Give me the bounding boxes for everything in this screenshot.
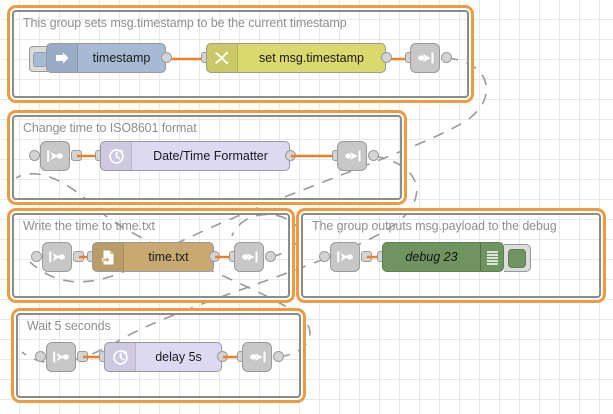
change-swap-icon: [207, 44, 238, 72]
clock-icon: [105, 343, 136, 371]
node-linkout-1[interactable]: [410, 43, 440, 73]
group-timestamp[interactable]: This group sets msg.timestamp to be the …: [12, 10, 469, 98]
output-port[interactable]: [368, 150, 379, 161]
node-delay-5s[interactable]: delay 5s: [104, 342, 222, 372]
group-iso8601[interactable]: Change time to ISO8601 format: [12, 115, 402, 200]
node-linkout-3[interactable]: [234, 242, 264, 272]
debug-toggle-indicator: [508, 248, 526, 268]
node-linkin-3[interactable]: [42, 242, 72, 272]
link-out-icon: [344, 150, 360, 162]
node-label: set msg.timestamp: [259, 51, 364, 65]
group-title: Change time to ISO8601 format: [23, 121, 197, 135]
group-title: This group sets msg.timestamp to be the …: [23, 16, 347, 30]
inject-button-indicator: [32, 51, 47, 67]
input-port[interactable]: [31, 251, 42, 262]
node-debug-23[interactable]: debug 23: [382, 242, 504, 272]
output-port[interactable]: [161, 52, 172, 63]
node-file-timetxt[interactable]: time.txt: [92, 242, 214, 272]
node-inject-timestamp[interactable]: timestamp: [46, 43, 166, 73]
group-debug[interactable]: The group outputs msg.payload to the deb…: [301, 213, 601, 298]
clock-icon: [101, 142, 132, 170]
wire-datetime-to-linkout: [291, 154, 337, 158]
group-delay[interactable]: Wait 5 seconds: [16, 313, 301, 398]
link-out-icon: [417, 52, 433, 64]
link-in-icon: [336, 251, 353, 263]
node-label: time.txt: [148, 250, 189, 264]
node-linkin-4[interactable]: [330, 242, 360, 272]
node-linkin-2[interactable]: [40, 141, 70, 171]
node-change-set-timestamp[interactable]: set msg.timestamp: [206, 43, 386, 73]
group-title: Wait 5 seconds: [27, 319, 111, 333]
file-write-icon: [93, 243, 124, 271]
node-label: delay 5s: [155, 350, 202, 364]
group-writefile[interactable]: Write the time to time.txt: [12, 213, 290, 298]
output-port[interactable]: [273, 351, 284, 362]
output-port[interactable]: [381, 52, 392, 63]
link-out-icon: [241, 251, 257, 263]
link-in-icon: [48, 251, 65, 263]
node-linkout-5[interactable]: [242, 342, 272, 372]
group-title: Write the time to time.txt: [23, 219, 155, 233]
node-label: timestamp: [92, 51, 151, 65]
output-port[interactable]: [441, 52, 452, 63]
link-out-icon: [249, 351, 265, 363]
input-port[interactable]: [319, 251, 330, 262]
node-label: debug 23: [405, 250, 458, 264]
input-port[interactable]: [29, 150, 40, 161]
output-port[interactable]: [265, 251, 276, 262]
link-in-icon: [46, 150, 63, 162]
debug-lines-icon: [480, 243, 503, 271]
inject-arrow-icon: [47, 44, 78, 72]
group-title: The group outputs msg.payload to the deb…: [312, 219, 557, 233]
debug-toggle-button[interactable]: [504, 244, 531, 272]
node-label: Date/Time Formatter: [153, 149, 268, 163]
node-linkin-5[interactable]: [46, 342, 76, 372]
inject-button[interactable]: [29, 46, 49, 72]
link-in-icon: [52, 351, 69, 363]
input-port[interactable]: [35, 351, 46, 362]
node-linkout-2[interactable]: [337, 141, 367, 171]
node-datetime-formatter[interactable]: Date/Time Formatter: [100, 141, 290, 171]
